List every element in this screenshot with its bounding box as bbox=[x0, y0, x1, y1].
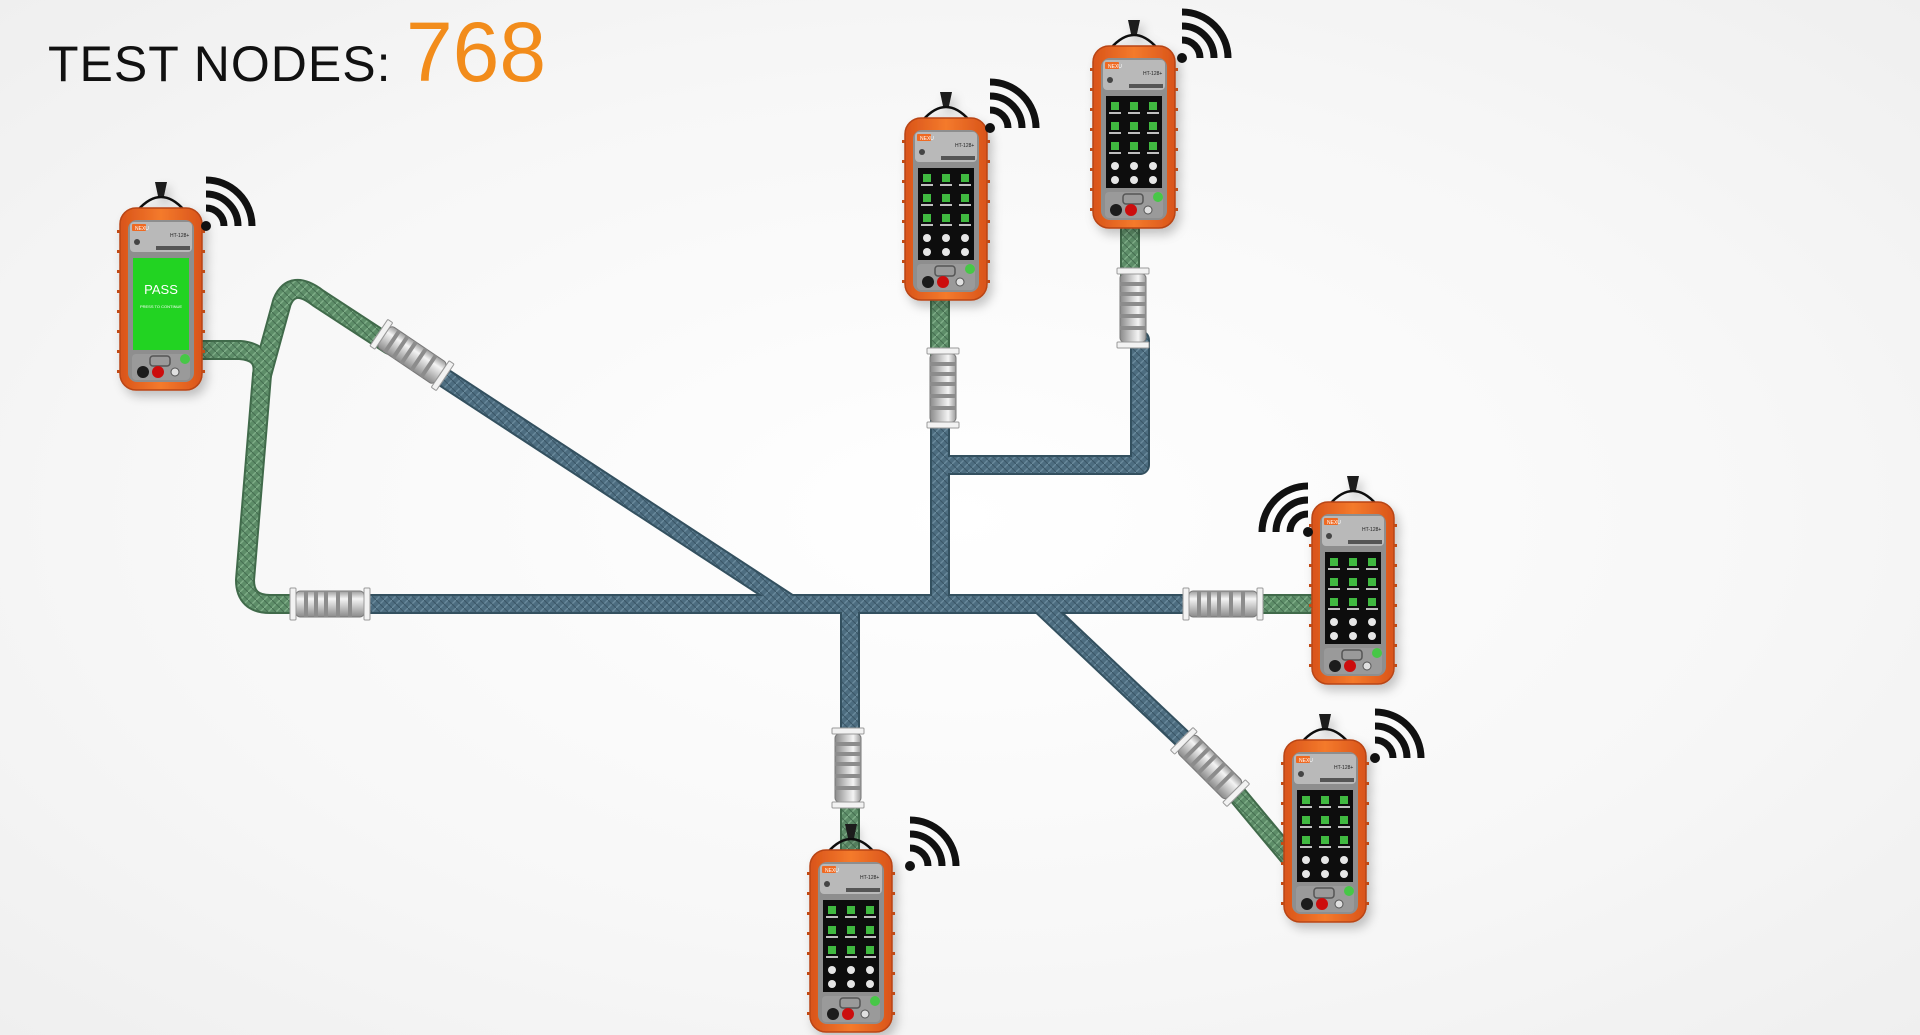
wifi-signal-icon bbox=[985, 82, 1036, 133]
device-brand: NEXU bbox=[135, 226, 149, 232]
tester-left: PASS PRESS TO CONTINUE NEXU HT-128+ bbox=[115, 180, 207, 392]
connector-icon bbox=[831, 727, 865, 809]
connector-icon bbox=[1182, 587, 1264, 621]
device-brand: NEXU bbox=[1108, 64, 1122, 70]
cable-harness bbox=[190, 220, 1330, 868]
device-model: HT-128+ bbox=[955, 143, 974, 149]
tester-lower-right: NEXU HT-128+ bbox=[1279, 712, 1371, 924]
device-brand: NEXU bbox=[920, 136, 934, 142]
cable-connectors bbox=[289, 267, 1264, 809]
connector-icon bbox=[289, 587, 371, 621]
wifi-signal-icon bbox=[1177, 12, 1228, 63]
wifi-signal-icon bbox=[905, 820, 956, 871]
device-model: HT-128+ bbox=[1362, 527, 1381, 533]
connector-icon bbox=[1116, 267, 1150, 349]
tester-bottom: NEXU HT-128+ bbox=[805, 822, 897, 1034]
device-model: HT-128+ bbox=[860, 875, 879, 881]
connector-icon bbox=[1169, 726, 1251, 808]
device-brand: NEXU bbox=[1327, 520, 1341, 526]
tester-right: NEXU HT-128+ bbox=[1307, 474, 1399, 686]
device-brand: NEXU bbox=[825, 868, 839, 874]
pass-sub-text: PRESS TO CONTINUE bbox=[140, 304, 182, 309]
device-model: HT-128+ bbox=[170, 233, 189, 239]
tester-top-2: NEXU HT-128+ bbox=[1088, 18, 1180, 230]
pass-status-text: PASS bbox=[144, 282, 178, 297]
wifi-signal-icon bbox=[1370, 712, 1421, 763]
wifi-signal-icon bbox=[201, 180, 252, 231]
tester-top-1: NEXU HT-128+ bbox=[900, 90, 992, 302]
test-nodes-heading: TEST NODES: 768 bbox=[48, 4, 546, 101]
device-model: HT-128+ bbox=[1334, 765, 1353, 771]
connector-icon bbox=[369, 318, 455, 392]
connector-icon bbox=[926, 347, 960, 429]
test-nodes-label: TEST NODES: bbox=[48, 36, 392, 92]
test-nodes-count: 768 bbox=[405, 5, 547, 99]
device-brand: NEXU bbox=[1299, 758, 1313, 764]
device-model: HT-128+ bbox=[1143, 71, 1162, 77]
wifi-signal-icon bbox=[1262, 486, 1313, 537]
